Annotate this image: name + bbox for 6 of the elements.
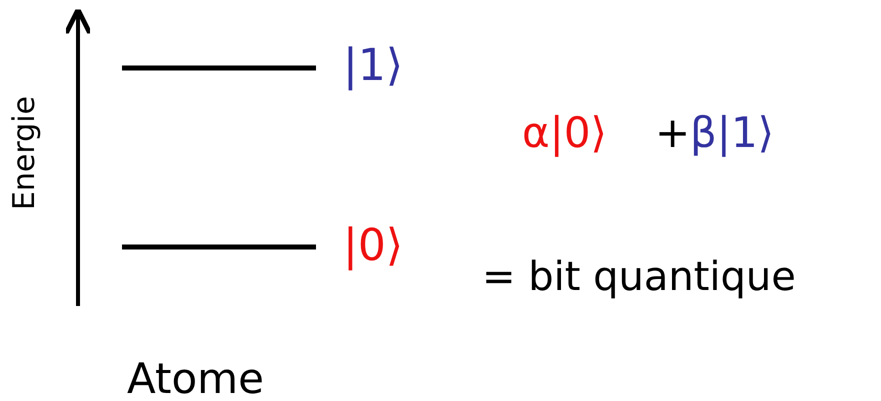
- state-label: |0⟩: [343, 224, 403, 268]
- state-label: |1⟩: [343, 44, 403, 88]
- caption-text: = bit quantique: [482, 257, 796, 297]
- plus-sign: +: [655, 112, 690, 154]
- axis-label: Energie: [10, 96, 40, 210]
- caption-text: Atome: [127, 358, 264, 400]
